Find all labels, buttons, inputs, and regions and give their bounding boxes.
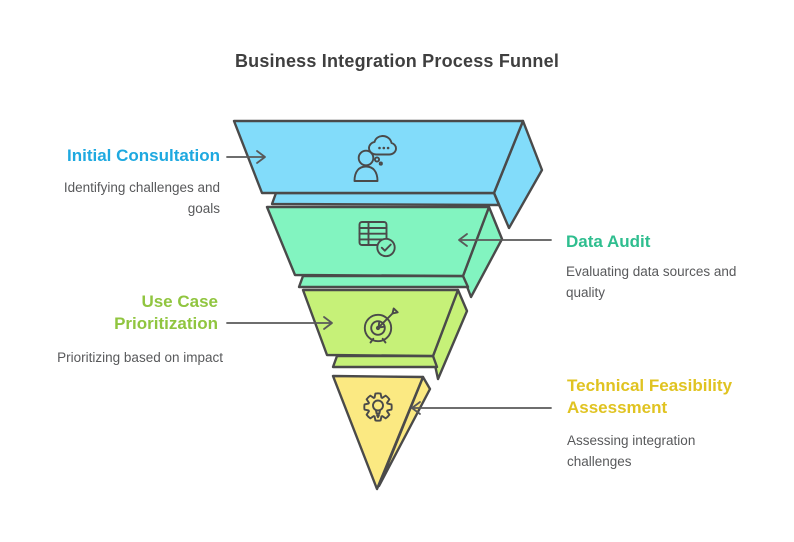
stage-3-bottom-face — [331, 354, 439, 369]
connector-stage-2 — [458, 233, 552, 247]
gear-lightbulb-icon — [363, 392, 393, 422]
page-title: Business Integration Process Funnel — [234, 51, 560, 71]
arrow-left-icon — [411, 401, 421, 415]
stage-4-front-face — [331, 374, 425, 491]
arrow-right-icon — [323, 316, 333, 330]
stage-2-bottom-face — [297, 274, 470, 289]
connector-stage-1 — [226, 150, 266, 164]
data-table-check-icon — [358, 221, 396, 258]
stage-label-technical-feasibility: Technical Feasibility Assessment — [567, 376, 733, 417]
stage-desc-initial-consultation: Identifying challenges and goals — [63, 180, 220, 216]
funnel-stage-2 — [265, 205, 504, 299]
stage-desc-use-case-prioritization: Prioritizing based on impact — [57, 350, 223, 365]
person-consultation-icon — [353, 135, 397, 182]
funnel-stage-3 — [301, 288, 469, 381]
target-dart-icon — [363, 307, 399, 344]
stage-label-data-audit: Data Audit — [566, 232, 651, 251]
funnel-stage-1 — [232, 119, 544, 230]
stage-desc-data-audit: Evaluating data sources and quality — [566, 264, 737, 300]
stage-1-bottom-face — [270, 191, 501, 207]
stage-2-front-face — [265, 205, 491, 278]
stage-3-front-face — [301, 288, 460, 358]
funnel-stage-4 — [331, 374, 432, 491]
connector-stage-3 — [226, 316, 333, 330]
arrow-left-icon — [458, 233, 468, 247]
stage-label-initial-consultation: Initial Consultation — [67, 146, 220, 165]
stage-label-use-case-prioritization: Use Case Prioritization — [114, 292, 218, 333]
arrow-right-icon — [256, 150, 266, 164]
stage-desc-technical-feasibility: Assessing integration challenges — [567, 433, 696, 469]
connector-stage-4 — [411, 401, 552, 415]
